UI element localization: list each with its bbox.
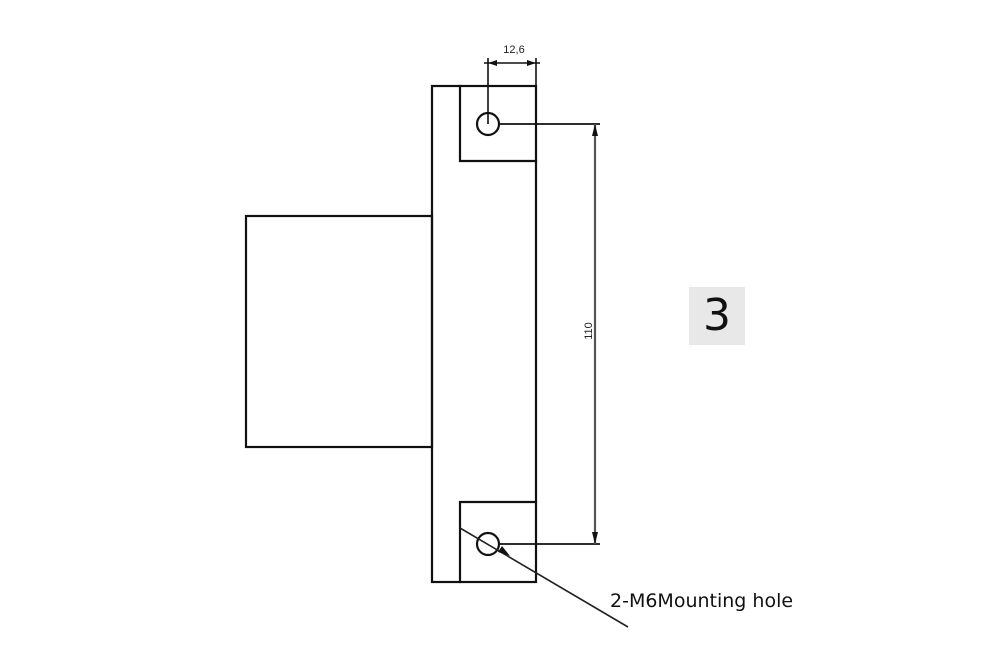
- top-mounting-bracket: [458, 84, 538, 163]
- hole-spacing-label: 110: [583, 322, 595, 340]
- bottom-mounting-bracket: [458, 500, 538, 584]
- motor-body: [244, 214, 434, 449]
- figure-number: 3: [703, 290, 731, 341]
- figure-number-badge: 3: [689, 287, 745, 345]
- mounting-hole-callout: 2-M6Mounting hole: [610, 590, 794, 612]
- mounting-flange: [430, 84, 538, 584]
- hole-offset-dimension: [484, 58, 540, 124]
- callout-leader-line: [459, 527, 629, 628]
- hole-offset-label: 12,6: [503, 44, 525, 56]
- hole-spacing-dimension: [499, 123, 600, 545]
